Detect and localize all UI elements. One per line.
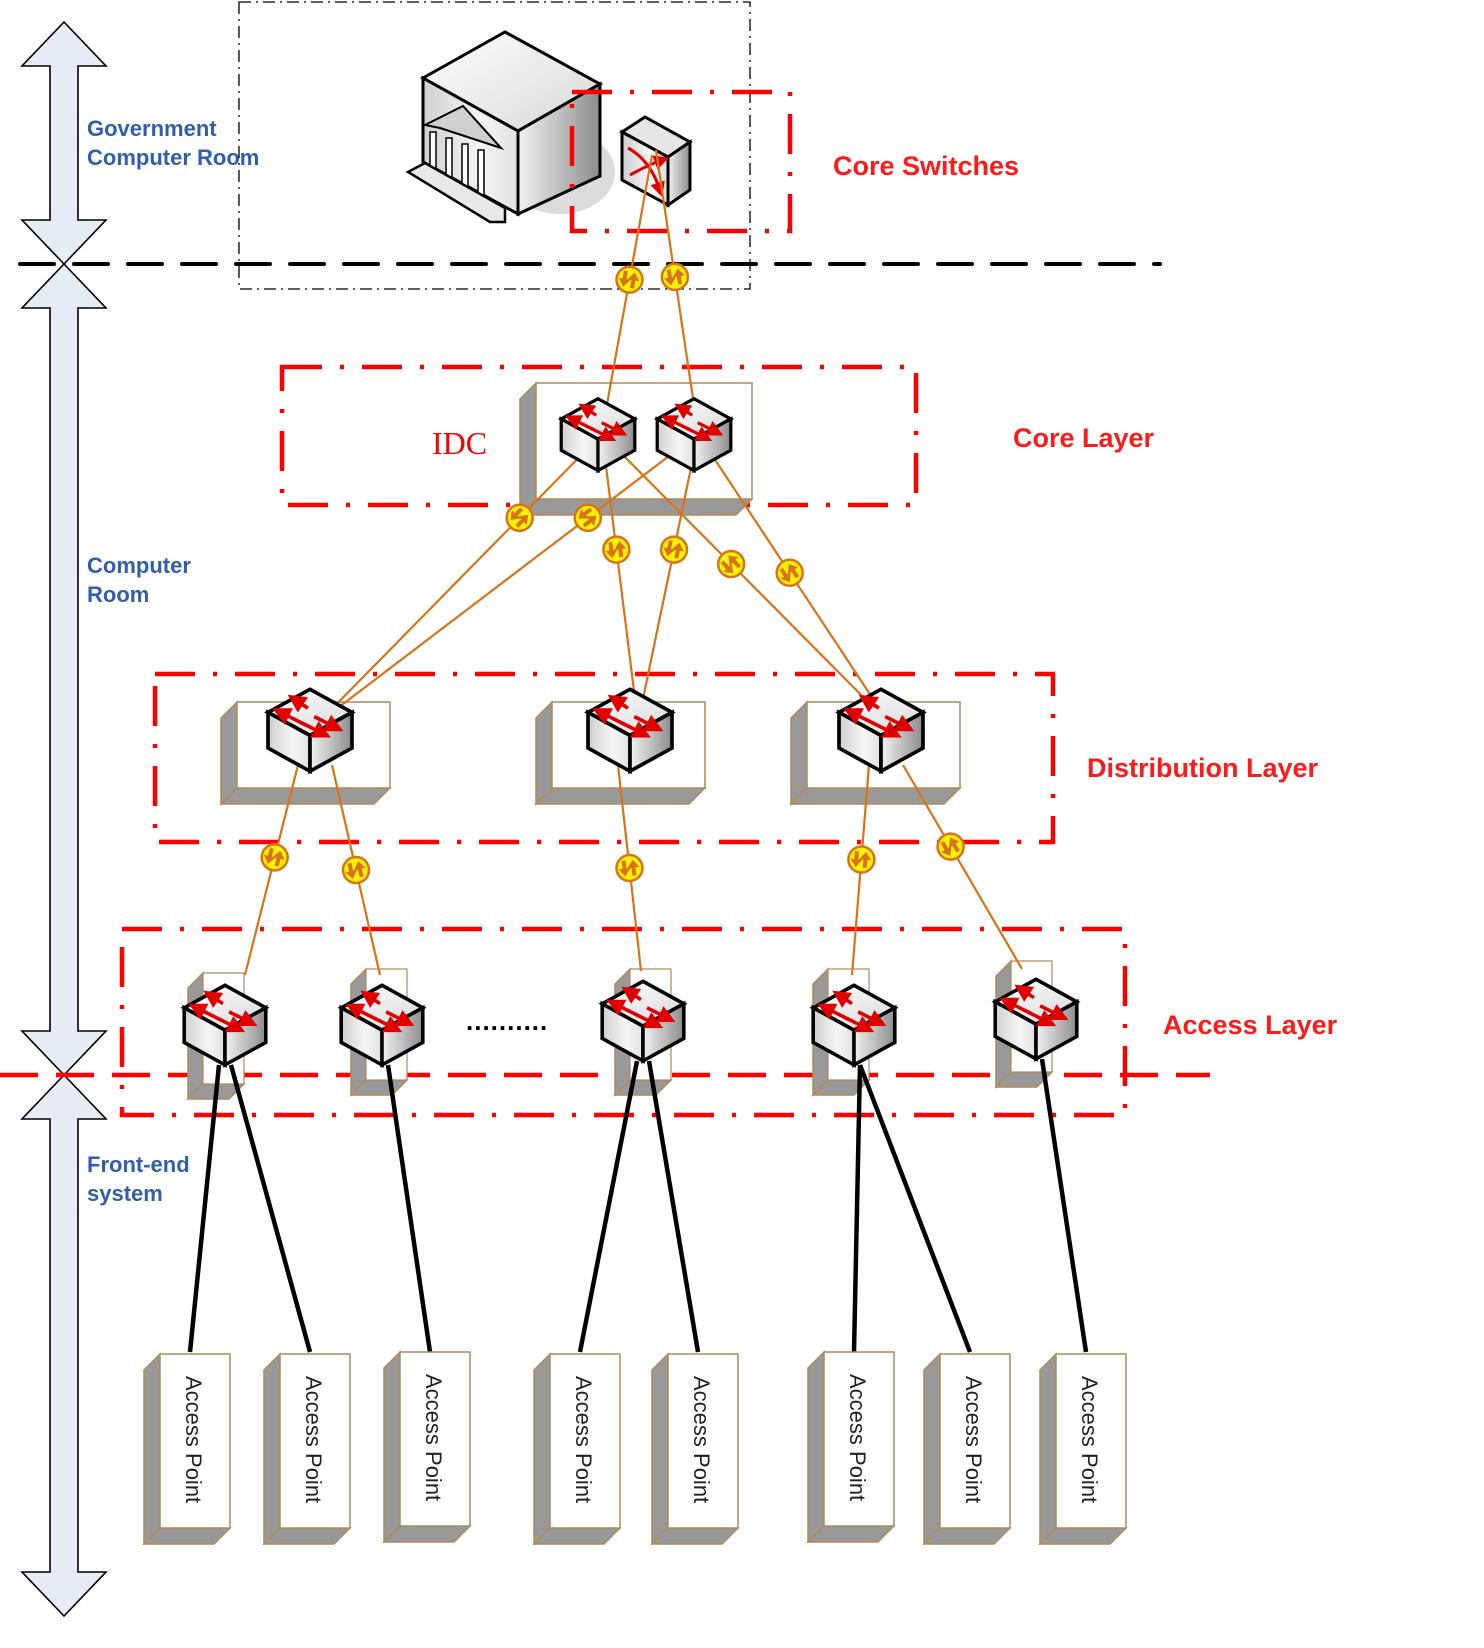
core-distribution-link xyxy=(636,433,700,724)
distribution-switch-icon xyxy=(584,687,676,775)
distribution-access-link xyxy=(902,764,1023,970)
core-distribution-link xyxy=(317,433,603,724)
fiber-transceiver-icon xyxy=(660,262,690,292)
core-distribution-link xyxy=(600,433,640,724)
core-distribution-link xyxy=(317,433,699,724)
access-point-label: Access Point xyxy=(301,1376,326,1503)
layer-label-core: Core Layer xyxy=(1013,423,1155,453)
copper-link xyxy=(857,1064,973,1353)
access-point-label: Access Point xyxy=(181,1376,206,1503)
zone-arrow-computer-room xyxy=(20,262,108,1077)
fiber-transceiver-icon xyxy=(847,845,876,874)
government-room-boundary xyxy=(238,1,751,290)
distribution-switch-icon xyxy=(264,687,356,775)
access-switch-icon xyxy=(991,977,1081,1062)
gov-core-link xyxy=(654,149,700,433)
core-switches-boundary xyxy=(569,89,793,234)
layer-label-access: Access Layer xyxy=(1163,1010,1338,1040)
access-switch-icon xyxy=(809,983,899,1068)
access-point-label: Access Point xyxy=(845,1374,870,1501)
zone-label-line: Computer Room xyxy=(87,145,259,170)
zone-arrow-government xyxy=(20,20,108,266)
distribution-switch-icon xyxy=(835,687,927,775)
copper-link xyxy=(187,1064,222,1353)
access-point: Access Point xyxy=(1038,1352,1128,1545)
access-point: Access Point xyxy=(382,1350,472,1543)
access-point-label: Access Point xyxy=(689,1376,714,1503)
core-layer-boundary xyxy=(279,364,919,508)
fiber-transceiver-icon xyxy=(505,503,534,533)
access-point: Access Point xyxy=(262,1352,352,1545)
fiber-markers xyxy=(260,262,965,885)
fiber-transceiver-icon xyxy=(716,549,746,579)
copper-link xyxy=(851,1064,863,1353)
zone-label-line: Computer xyxy=(87,553,191,578)
zone-label-government: Government Computer Room xyxy=(87,116,259,170)
zone-label-line: Front-end xyxy=(87,1152,190,1177)
gov-core-link xyxy=(600,154,654,433)
copper-link xyxy=(385,1064,433,1353)
core-switch-icon xyxy=(653,396,735,474)
access-point-label: Access Point xyxy=(571,1376,596,1503)
access-point-label: Access Point xyxy=(1077,1376,1102,1503)
copper-link xyxy=(1039,1058,1089,1353)
zone-label-line: system xyxy=(87,1181,163,1206)
copper-link xyxy=(577,1060,640,1353)
zone-arrow-front-end xyxy=(20,1073,108,1618)
zone-label-line: Government xyxy=(87,116,217,141)
fiber-transceiver-icon xyxy=(341,855,371,885)
zone-label-front-end: Front-end system xyxy=(87,1152,190,1206)
access-points: Access Point Access Point Access Point Acce… xyxy=(142,1350,1128,1545)
access-switch-icon xyxy=(337,983,427,1068)
idc-label: IDC xyxy=(432,425,487,461)
access-point-label: Access Point xyxy=(961,1376,986,1503)
layer-label-core-switches: Core Switches xyxy=(833,151,1019,181)
zone-label-computer-room: Computer Room xyxy=(87,553,191,607)
access-switch-icon xyxy=(598,979,688,1064)
fiber-transceiver-icon xyxy=(615,265,644,294)
copper-link xyxy=(228,1064,313,1353)
network-links xyxy=(187,149,1089,1353)
access-point: Access Point xyxy=(142,1352,232,1545)
copper-link xyxy=(646,1060,701,1353)
fiber-transceiver-icon xyxy=(936,832,965,861)
more-switches-ellipsis: .......... xyxy=(466,1006,548,1036)
gov-core-switch-icon xyxy=(619,115,693,208)
core-distribution-link xyxy=(601,433,890,724)
fiber-transceiver-icon xyxy=(615,853,644,883)
fiber-transceiver-icon xyxy=(659,535,689,564)
access-point: Access Point xyxy=(806,1350,896,1543)
government-building-icon xyxy=(405,30,615,224)
access-point: Access Point xyxy=(922,1352,1012,1545)
core-switch-icon xyxy=(557,396,639,474)
fiber-transceiver-icon xyxy=(602,535,631,564)
access-switch-icon xyxy=(180,983,270,1068)
fiber-transceiver-icon xyxy=(260,843,289,872)
access-point: Access Point xyxy=(650,1352,740,1545)
access-point-label: Access Point xyxy=(421,1374,446,1501)
fiber-transceiver-icon xyxy=(573,503,603,533)
switches xyxy=(180,396,1081,1068)
fiber-transceiver-icon xyxy=(775,558,804,587)
access-point: Access Point xyxy=(532,1352,622,1545)
zone-label-line: Room xyxy=(87,582,149,607)
layer-label-distribution: Distribution Layer xyxy=(1087,753,1319,783)
access-layer-boundary xyxy=(119,926,1128,1118)
zone-arrows xyxy=(20,20,108,1618)
distribution-layer-boundary xyxy=(152,671,1056,845)
